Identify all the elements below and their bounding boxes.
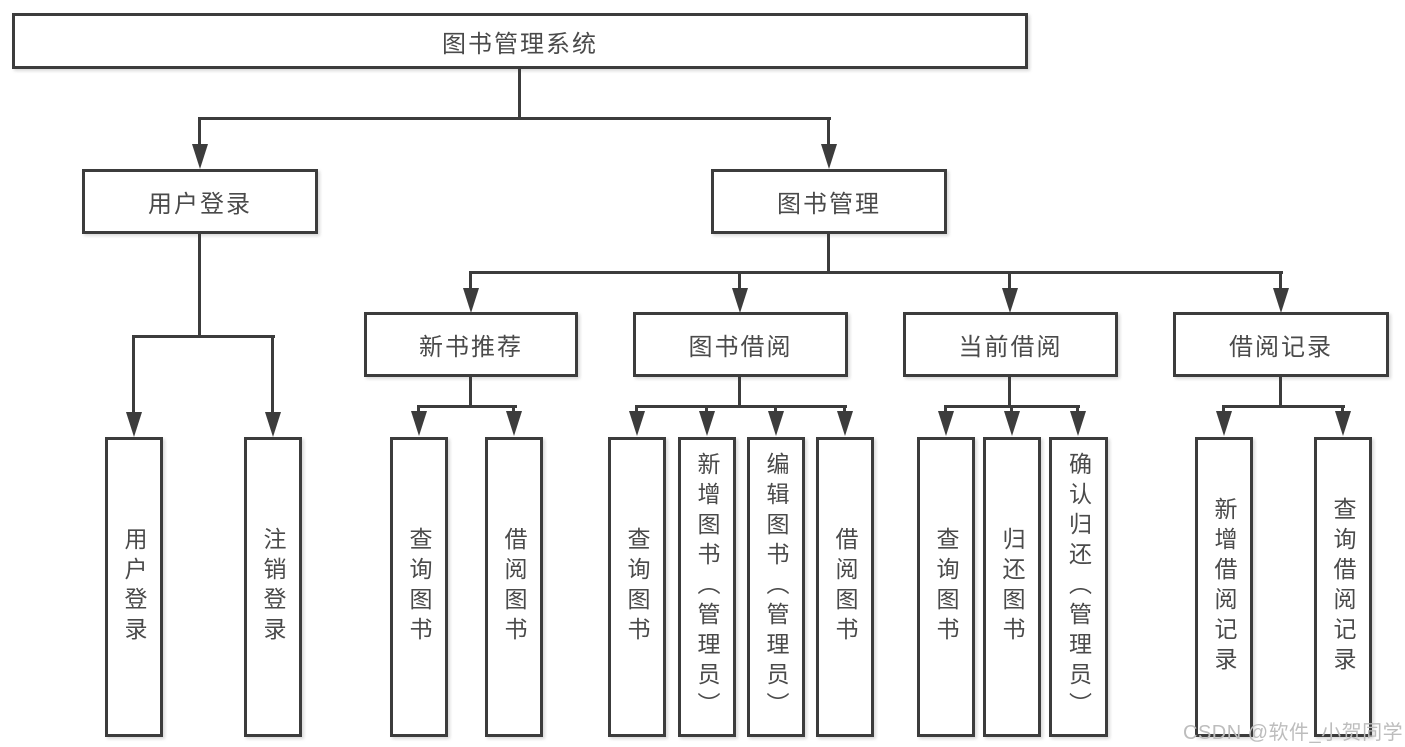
connector-to-leaf — [944, 405, 947, 414]
leaf-edit-books-admin: 编辑图书（管理员） — [747, 437, 805, 737]
leaf-query-books-borrowing: 查询图书 — [608, 437, 666, 737]
connector-user-login-down — [198, 234, 201, 338]
connector-to-leaf — [635, 405, 638, 414]
connector-to-leaf — [1341, 405, 1344, 414]
arrow-down-icon — [1002, 288, 1018, 313]
arrow-down-icon — [768, 411, 784, 436]
node-book-borrowing: 图书借阅 — [633, 312, 848, 377]
node-current-borrowing: 当前借阅 — [903, 312, 1118, 377]
connector-to-leaf — [512, 405, 515, 414]
node-user-login: 用户登录 — [82, 169, 318, 234]
connector-to-leaf — [843, 405, 846, 414]
node-book-management: 图书管理 — [711, 169, 947, 234]
connector-current-down — [1008, 377, 1011, 408]
leaf-user-login: 用户登录 — [105, 437, 163, 737]
arrow-down-icon — [1070, 411, 1086, 436]
arrow-down-icon — [1335, 411, 1351, 436]
arrow-down-icon — [411, 411, 427, 436]
connector-level2-splitter — [469, 271, 1283, 274]
connector-to-leaf — [1222, 405, 1225, 414]
node-borrowing-records: 借阅记录 — [1173, 312, 1389, 377]
connector-to-records — [1279, 271, 1282, 290]
leaf-query-books-recommend: 查询图书 — [390, 437, 448, 737]
arrow-down-icon — [463, 288, 479, 313]
arrow-down-icon — [1273, 288, 1289, 313]
arrow-down-icon — [192, 144, 208, 169]
connector-to-user-login — [198, 117, 201, 147]
connector-to-leaf — [705, 405, 708, 414]
watermark: CSDN @软件_小贺同学 — [1183, 722, 1404, 744]
connector-borrowing-down — [738, 377, 741, 408]
arrow-down-icon — [938, 411, 954, 436]
connector-to-leaf — [1076, 405, 1079, 414]
connector-to-current — [1008, 271, 1011, 290]
connector-user-login-splitter — [132, 335, 275, 338]
leaf-query-books-current: 查询图书 — [917, 437, 975, 737]
connector-to-recommend — [469, 271, 472, 290]
connector-level1-splitter — [198, 117, 831, 120]
node-new-book-recommendation: 新书推荐 — [364, 312, 578, 377]
arrow-down-icon — [506, 411, 522, 436]
connector-to-leaf — [417, 405, 420, 414]
connector-recommend-down — [469, 377, 472, 408]
connector-root-down — [518, 68, 521, 120]
leaf-borrow-books-borrowing: 借阅图书 — [816, 437, 874, 737]
leaf-add-borrow-record: 新增借阅记录 — [1195, 437, 1253, 737]
leaf-query-borrow-record: 查询借阅记录 — [1314, 437, 1372, 737]
arrow-down-icon — [699, 411, 715, 436]
connector-records-splitter — [1222, 405, 1345, 408]
connector-records-down — [1279, 377, 1282, 408]
connector-to-leaf — [1010, 405, 1013, 414]
connector-to-leaf — [132, 335, 135, 415]
connector-to-borrowing — [738, 271, 741, 290]
node-root: 图书管理系统 — [12, 13, 1028, 69]
arrow-down-icon — [1004, 411, 1020, 436]
connector-to-leaf — [774, 405, 777, 414]
connector-recommend-splitter — [417, 405, 517, 408]
arrow-down-icon — [126, 412, 142, 437]
leaf-borrow-books-recommend: 借阅图书 — [485, 437, 543, 737]
leaf-confirm-return-admin: 确认归还（管理员） — [1049, 437, 1108, 737]
connector-to-leaf — [271, 335, 274, 415]
arrow-down-icon — [837, 411, 853, 436]
leaf-add-books-admin: 新增图书（管理员） — [678, 437, 736, 737]
arrow-down-icon — [629, 411, 645, 436]
arrow-down-icon — [265, 412, 281, 437]
connector-to-book-management — [827, 117, 830, 147]
arrow-down-icon — [732, 288, 748, 313]
connector-book-management-down — [827, 234, 830, 274]
leaf-logout: 注销登录 — [244, 437, 302, 737]
arrow-down-icon — [1216, 411, 1232, 436]
connector-borrowing-splitter — [635, 405, 847, 408]
arrow-down-icon — [821, 144, 837, 169]
leaf-return-books: 归还图书 — [983, 437, 1041, 737]
